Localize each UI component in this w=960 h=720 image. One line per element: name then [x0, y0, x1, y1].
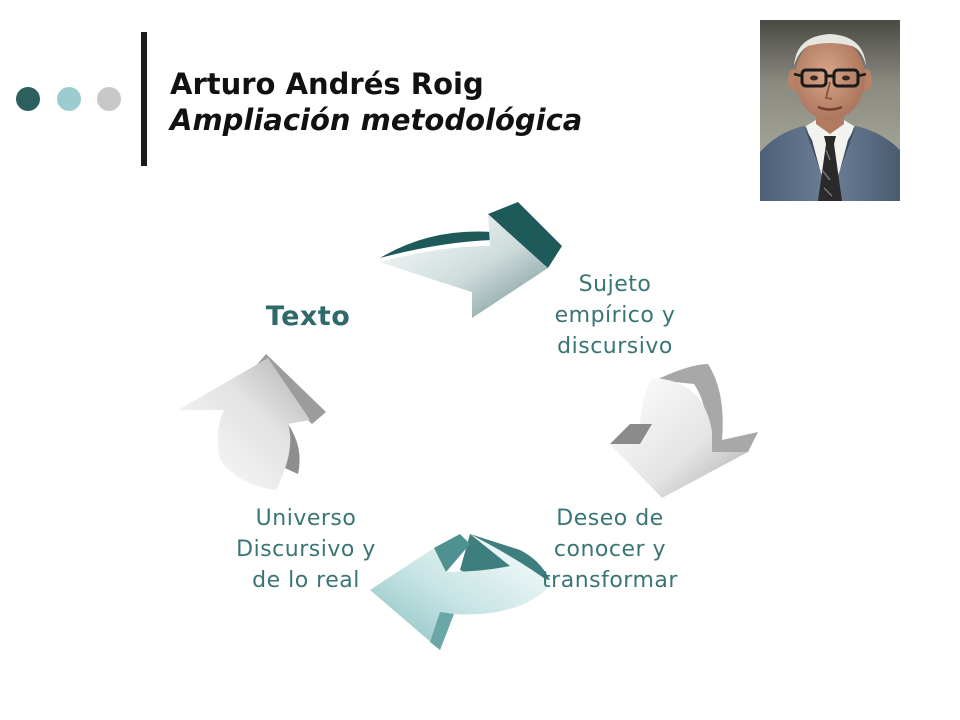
decorative-dot-light [57, 87, 81, 111]
arrow-top-icon [380, 202, 562, 318]
cycle-node-universo: Universo Discursivo y de lo real [236, 506, 376, 593]
portrait-photo [760, 20, 900, 201]
arrow-bottom-icon [370, 534, 552, 650]
cycle-node-texto: Texto [265, 301, 351, 332]
arrow-right-icon [610, 364, 758, 498]
decorative-dot-gray [97, 87, 121, 111]
page-title: Arturo Andrés Roig [170, 67, 484, 101]
title-divider-bar [141, 32, 147, 166]
page-subtitle: Ampliación metodológica [170, 103, 583, 137]
cycle-node-deseo: Deseo de conocer y transformar [542, 506, 678, 593]
decorative-dot-dark [16, 87, 40, 111]
arrow-left-icon [178, 354, 326, 490]
cycle-node-sujeto: Sujeto empírico y discursivo [554, 272, 676, 359]
